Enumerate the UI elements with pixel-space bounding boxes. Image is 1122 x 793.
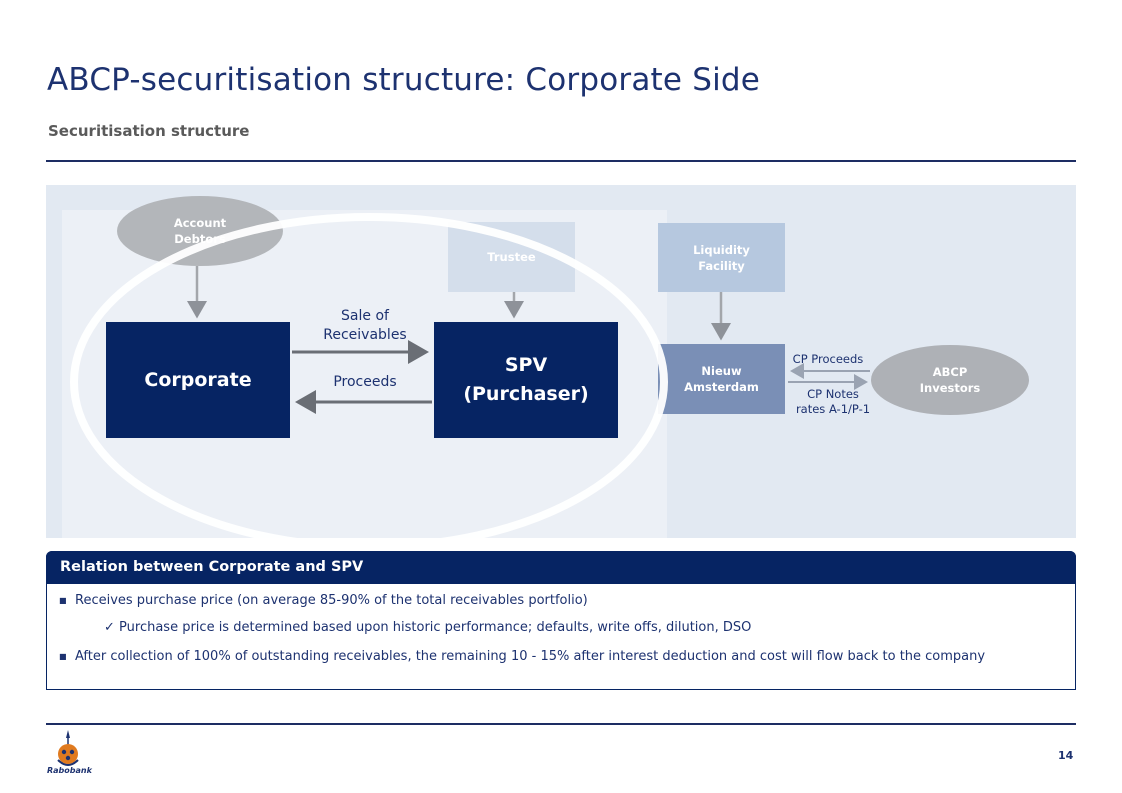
bullet-1-text: Receives purchase price (on average 85-9… bbox=[75, 593, 588, 608]
page-title: ABCP-securitisation structure: Corporate… bbox=[47, 62, 761, 98]
bullet-item-2: ■ After collection of 100% of outstandin… bbox=[59, 647, 1064, 667]
corporate-node: Corporate bbox=[106, 322, 290, 438]
abcp-investors-node: ABCP Investors bbox=[871, 345, 1029, 415]
bullet-item-1: ■ Receives purchase price (on average 85… bbox=[59, 591, 1059, 611]
logo-text: Rabobank bbox=[47, 766, 92, 775]
sub-bullet-item: ✓ Purchase price is determined based upo… bbox=[104, 618, 751, 638]
spv-node: SPV (Purchaser) bbox=[434, 322, 618, 438]
bullet-2-text: After collection of 100% of outstanding … bbox=[75, 649, 986, 664]
rabobank-logo-icon bbox=[57, 730, 79, 766]
checkmark-icon: ✓ bbox=[104, 620, 115, 635]
relation-panel-heading: Relation between Corporate and SPV bbox=[46, 551, 1076, 584]
sub-bullet-text: Purchase price is determined based upon … bbox=[119, 620, 752, 635]
page-number: 14 bbox=[1058, 749, 1074, 762]
sale-of-receivables-label: Sale of Receivables bbox=[323, 308, 407, 343]
liquidity-facility-node: Liquidity Facility bbox=[658, 223, 785, 292]
proceeds-label: Proceeds bbox=[333, 374, 397, 390]
nieuw-amsterdam-node: Nieuw Amsterdam bbox=[658, 344, 785, 414]
header-divider bbox=[46, 160, 1076, 162]
footer-divider bbox=[46, 723, 1076, 725]
cp-proceeds-label: CP Proceeds bbox=[792, 352, 864, 366]
bullet-square-icon: ■ bbox=[59, 652, 67, 661]
bullet-square-icon: ■ bbox=[59, 596, 67, 605]
page-subtitle: Securitisation structure bbox=[48, 122, 250, 140]
rabobank-logo bbox=[46, 728, 90, 778]
cp-notes-label: CP Notes rates A-1/P-1 bbox=[795, 387, 871, 416]
